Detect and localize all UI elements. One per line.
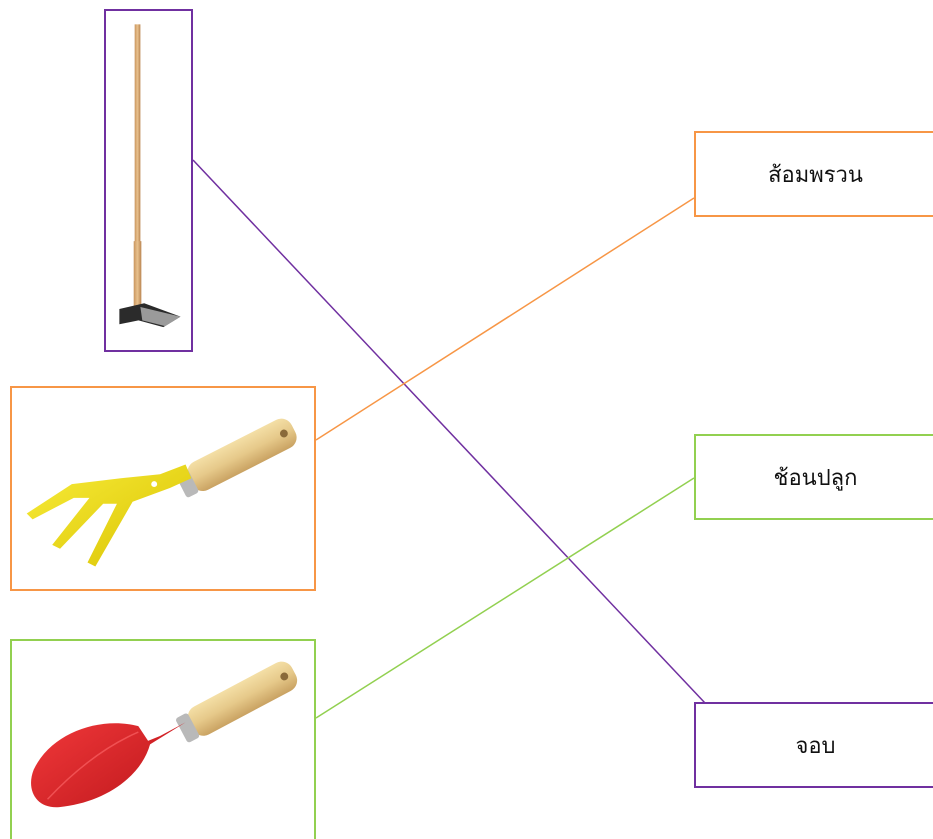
label-box-chonpluk[interactable]: ช้อนปลูก [694,434,933,520]
trowel-image [31,661,298,808]
connector-fork-to-somphruan [315,197,695,441]
label-box-somphruan[interactable]: ส้อมพรวน [694,131,933,217]
hand-fork-image [26,418,297,567]
label-text-chonpluk: ช้อนปลูก [773,465,858,491]
hand-fork-image-box[interactable] [10,386,316,591]
label-box-jop[interactable]: จอบ [694,702,933,788]
connector-trowel-to-chonpluk [315,477,695,719]
hoe-image [119,24,181,328]
label-text-somphruan: ส้อมพรวน [768,162,863,188]
hoe-image-box[interactable] [104,9,193,352]
trowel-image-box[interactable] [10,639,316,839]
label-text-jop: จอบ [795,733,836,759]
